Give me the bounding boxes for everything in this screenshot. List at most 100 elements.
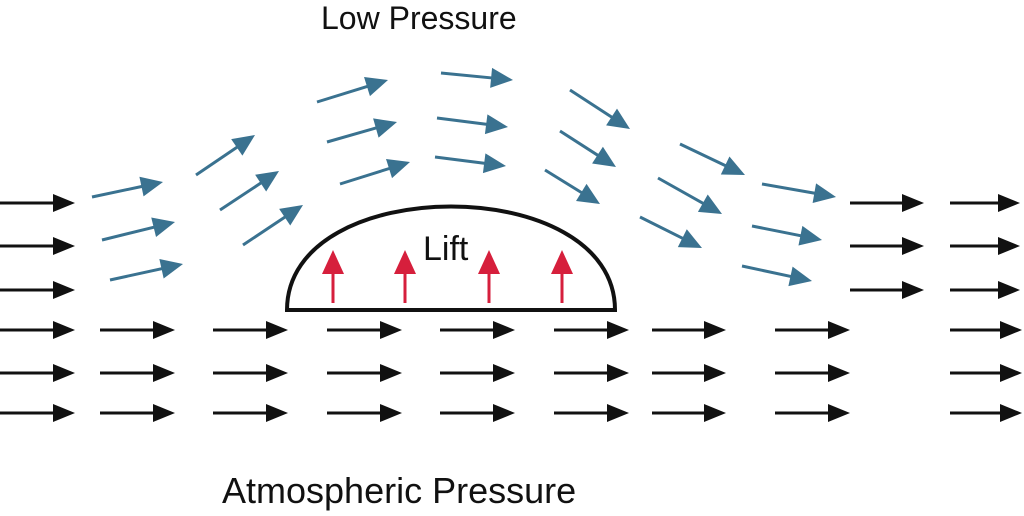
- arrow-head: [704, 364, 726, 382]
- arrow-shaft: [751, 224, 803, 238]
- arrow-head: [493, 321, 515, 339]
- arrow-head: [493, 404, 515, 422]
- deflected-flow-arrow: [761, 182, 836, 204]
- lift-arrow: [478, 250, 500, 303]
- arrow-shaft: [440, 71, 494, 80]
- arrow-head: [151, 217, 175, 237]
- arrow-shaft: [657, 176, 706, 206]
- arrow-head: [364, 76, 388, 97]
- arrow-head: [153, 321, 175, 339]
- ambient-flow-arrow: [0, 194, 75, 212]
- ambient-flow-arrow: [652, 404, 726, 422]
- arrow-head: [998, 281, 1020, 299]
- ambient-flow-arrow: [775, 321, 850, 339]
- deflected-flow-arrow: [316, 76, 388, 104]
- arrow-shaft: [679, 142, 728, 168]
- ambient-flow-arrow: [850, 281, 924, 299]
- deflected-flow-arrow: [741, 264, 812, 287]
- arrow-head: [998, 194, 1020, 212]
- ambient-flow-arrow: [100, 321, 175, 339]
- arrow-shaft: [434, 155, 487, 165]
- ambient-flow-arrow: [440, 364, 515, 382]
- deflected-flow-arrow: [657, 176, 722, 214]
- arrow-head: [380, 364, 402, 382]
- arrow-shaft: [639, 215, 685, 241]
- ambient-flow-arrow: [850, 237, 924, 255]
- ambient-flow-arrow: [100, 404, 175, 422]
- ambient-flow-arrow: [440, 321, 515, 339]
- arrow-head: [490, 67, 513, 88]
- deflected-flow-arrow: [440, 67, 513, 88]
- arrow-shaft: [316, 84, 370, 104]
- arrow-shaft: [195, 144, 240, 177]
- deflected-flow-arrow: [434, 153, 506, 174]
- ambient-flow-arrow: [213, 404, 288, 422]
- arrow-head: [576, 183, 600, 204]
- deflected-flow-arrow: [109, 258, 183, 282]
- ambient-flow-arrow: [950, 404, 1022, 422]
- deflected-flow-arrow: [326, 118, 397, 144]
- arrow-head: [798, 225, 822, 246]
- ambient-flow-arrow: [327, 404, 402, 422]
- arrow-head: [677, 229, 702, 248]
- arrow-head: [1000, 404, 1022, 422]
- arrow-shaft: [101, 225, 156, 242]
- arrow-head: [607, 321, 629, 339]
- arrow-head: [53, 281, 75, 299]
- arrow-head: [828, 321, 850, 339]
- deflected-flow-arrow: [91, 176, 163, 199]
- arrow-head: [394, 250, 416, 274]
- arrow-head: [380, 321, 402, 339]
- deflected-flow-arrow: [195, 135, 255, 177]
- deflected-flow-arrow: [242, 205, 303, 247]
- arrow-shaft: [326, 126, 379, 144]
- ambient-flow-arrow: [0, 321, 75, 339]
- ambient-flow-arrow: [950, 364, 1022, 382]
- arrow-head: [484, 114, 508, 135]
- arrow-head: [153, 404, 175, 422]
- arrow-head: [266, 404, 288, 422]
- arrow-head: [788, 266, 812, 287]
- ambient-flow-arrow: [327, 321, 402, 339]
- ambient-flow-arrow: [0, 281, 75, 299]
- arrow-head: [255, 171, 279, 192]
- arrow-head: [551, 250, 573, 274]
- deflected-flow-arrows: [91, 67, 836, 287]
- arrow-head: [998, 237, 1020, 255]
- arrow-head: [478, 250, 500, 274]
- ambient-flow-arrow: [652, 321, 726, 339]
- arrow-head: [53, 364, 75, 382]
- arrow-head: [606, 108, 630, 129]
- lift-arrow: [322, 250, 344, 303]
- ambient-flow-arrow: [950, 321, 1022, 339]
- deflected-flow-arrow: [559, 129, 616, 167]
- ambient-flow-arrow: [213, 321, 288, 339]
- arrow-head: [53, 321, 75, 339]
- arrow-shaft: [761, 182, 817, 196]
- arrow-shaft: [741, 264, 793, 279]
- ambient-flow-arrow: [327, 364, 402, 382]
- arrow-head: [373, 118, 397, 138]
- ambient-flow-arrow: [554, 321, 629, 339]
- arrow-head: [828, 404, 850, 422]
- deflected-flow-arrow: [544, 168, 600, 204]
- arrow-head: [704, 321, 726, 339]
- ambient-flow-arrow: [213, 364, 288, 382]
- deflected-flow-arrow: [569, 88, 630, 129]
- arrow-head: [53, 404, 75, 422]
- ambient-flow-arrow: [0, 364, 75, 382]
- arrow-head: [902, 194, 924, 212]
- ambient-flow-arrow: [950, 194, 1020, 212]
- arrow-shaft: [559, 129, 600, 158]
- arrow-shaft: [569, 88, 615, 120]
- arrow-shaft: [339, 166, 392, 186]
- arrow-head: [53, 237, 75, 255]
- arrow-head: [828, 364, 850, 382]
- arrow-head: [386, 159, 410, 179]
- arrow-head: [1000, 364, 1022, 382]
- arrow-shaft: [91, 184, 144, 199]
- ambient-flow-arrow: [440, 404, 515, 422]
- ambient-flow-arrow: [775, 364, 850, 382]
- deflected-flow-arrow: [339, 159, 410, 186]
